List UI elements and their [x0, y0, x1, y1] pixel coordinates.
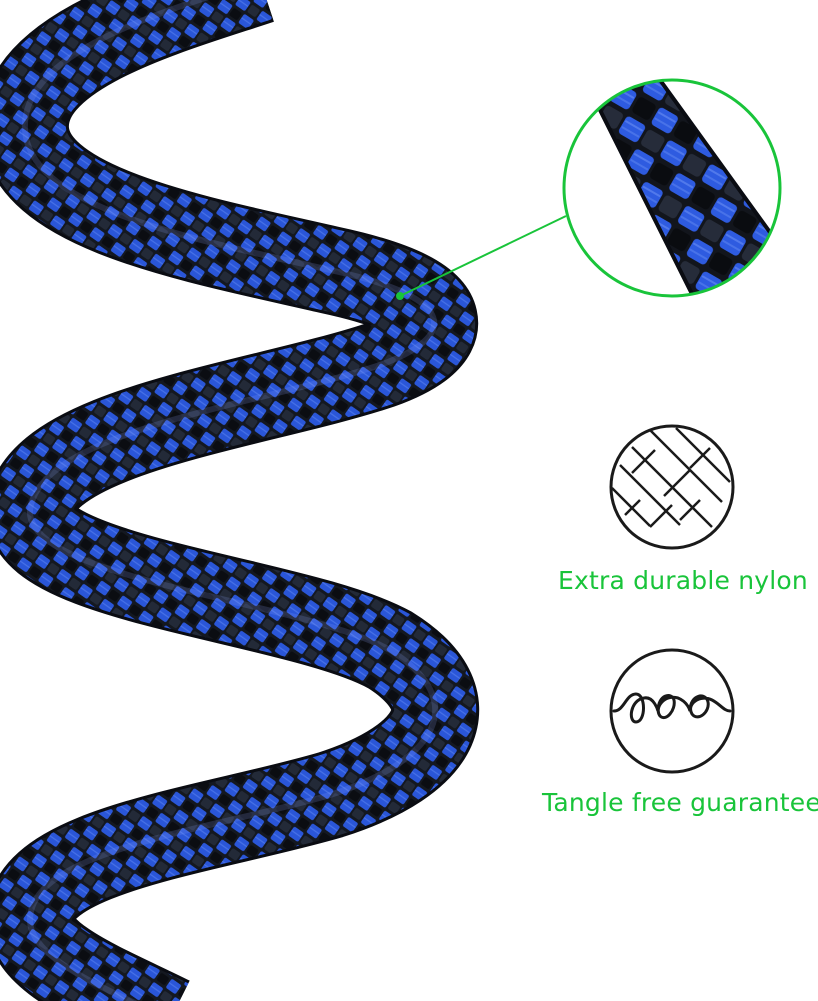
braided-nylon-icon [609, 424, 735, 550]
braided-cable [0, 0, 479, 1001]
feature-label-tangle-free: Tangle free guarantee [542, 788, 818, 817]
feature-label-durable-nylon: Extra durable nylon [558, 566, 808, 595]
callout-line [399, 215, 567, 297]
zoom-detail [562, 78, 782, 298]
callout-point [396, 292, 404, 300]
coil-tangle-icon [609, 648, 735, 774]
